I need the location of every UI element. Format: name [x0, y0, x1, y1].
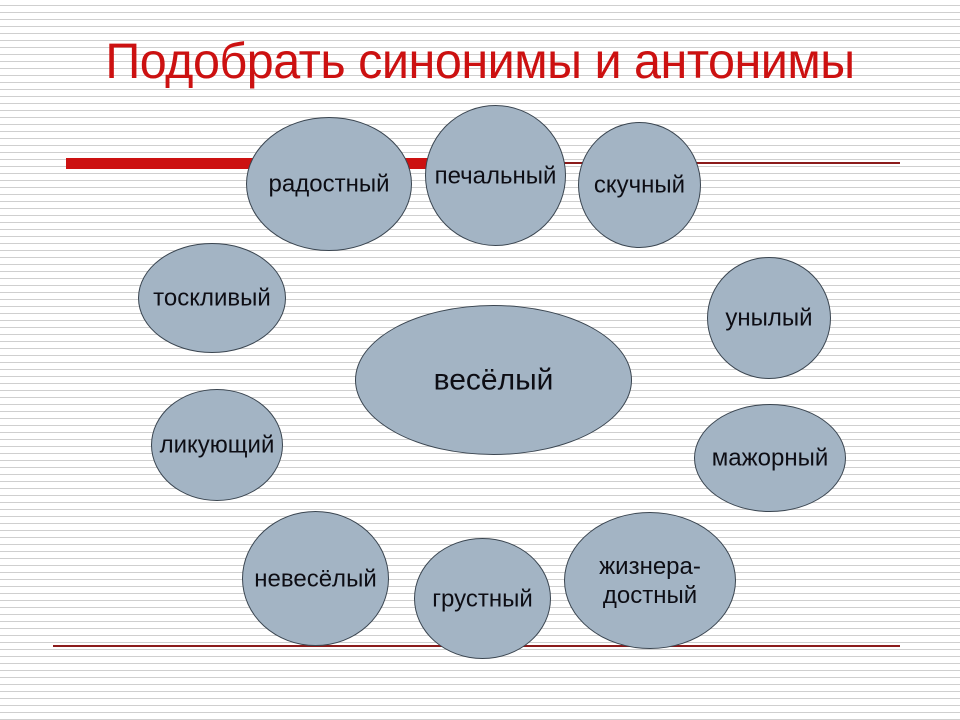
word-bubble[interactable]: радостный	[246, 117, 412, 251]
center-word-label: весёлый	[433, 363, 554, 397]
word-bubble[interactable]: ликующий	[151, 389, 283, 501]
word-bubble[interactable]: унылый	[707, 257, 831, 379]
center-word-bubble[interactable]: весёлый	[355, 305, 632, 455]
word-bubble[interactable]: невесёлый	[242, 511, 389, 646]
word-bubble[interactable]: жизнера-достный	[564, 512, 736, 649]
word-bubble-label: грустный	[432, 585, 533, 612]
word-bubble-label: тоскливый	[153, 284, 271, 312]
word-bubble[interactable]: печальный	[425, 105, 566, 246]
word-bubble-label: радостный	[268, 170, 390, 198]
word-bubble-label: мажорный	[711, 444, 829, 472]
word-bubble[interactable]: скучный	[578, 122, 701, 248]
word-bubble-label: невесёлый	[254, 565, 377, 592]
word-bubble-label: скучный	[593, 171, 686, 199]
word-bubble-label: печальный	[434, 162, 557, 189]
word-bubble[interactable]: грустный	[414, 538, 551, 659]
word-bubble-label: жизнера-достный	[599, 552, 701, 609]
word-bubble[interactable]: мажорный	[694, 404, 846, 512]
word-bubble[interactable]: тоскливый	[138, 243, 286, 353]
page-title: Подобрать синонимы и антонимы	[105, 33, 855, 89]
word-bubble-label: ликующий	[159, 431, 275, 459]
word-bubble-label: унылый	[725, 304, 813, 332]
